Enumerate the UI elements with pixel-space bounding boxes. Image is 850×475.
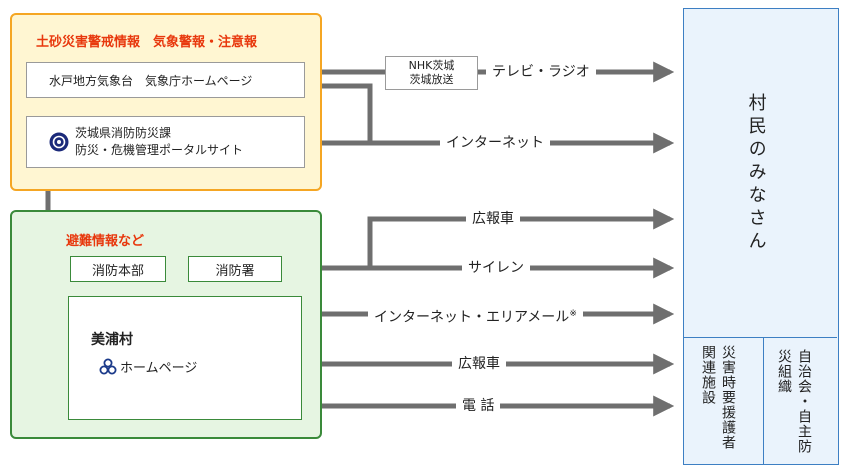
- village-emblem-icon: [99, 358, 117, 376]
- broadcaster-ibaraki: 茨城放送: [409, 73, 454, 86]
- prefecture-disaster-label: 茨城県消防防災課: [75, 126, 172, 140]
- meteorological-observatory-box: 水戸地方気象台 気象庁ホームページ: [26, 62, 305, 98]
- note-mark: ※: [569, 309, 577, 319]
- fire-hq-label: 消防本部: [91, 263, 144, 279]
- portal-site-label: 防災・危機管理ポータルサイト: [75, 143, 244, 157]
- evacuation-info-title: 避難情報など: [66, 234, 145, 249]
- broadcaster-nhk: NHK茨城: [408, 59, 455, 72]
- fire-station-box: 消防署: [188, 256, 282, 282]
- village-name: 美浦村: [91, 332, 133, 348]
- fire-hq-box: 消防本部: [70, 256, 166, 282]
- recipients-divider: [684, 337, 837, 338]
- village-homepage-label: ホームページ: [120, 361, 198, 376]
- recipients-split: [763, 337, 764, 464]
- channel-pr-car-1: 広報車: [466, 210, 520, 228]
- meteorological-observatory-label: 水戸地方気象台 気象庁ホームページ: [49, 73, 253, 88]
- residents-label: 村民のみなさん: [745, 93, 767, 254]
- recipients-panel: 村民のみなさん 災害時要援護者関連施設 自治会・自主防災組織: [683, 8, 839, 465]
- channel-internet-area-mail: インターネット・エリアメール※: [368, 305, 583, 327]
- channel-pr-car-2: 広報車: [452, 355, 506, 373]
- broadcaster-box: NHK茨城 茨城放送: [385, 56, 478, 90]
- prefecture-disaster-box: 茨城県消防防災課 防災・危機管理ポータルサイト: [26, 116, 305, 168]
- channel-tv-radio: テレビ・ラジオ: [486, 63, 596, 81]
- care-facilities-label: 災害時要援護者関連施設: [700, 345, 736, 450]
- channel-siren: サイレン: [462, 259, 530, 277]
- weather-warning-title: 土砂災害警戒情報 気象警報・注意報: [36, 35, 258, 50]
- self-defense-label: 自治会・自主防災組織: [776, 349, 812, 454]
- village-box: 美浦村 ホームページ: [68, 296, 302, 420]
- channel-phone: 電 話: [456, 397, 501, 415]
- channel-internet: インターネット: [440, 134, 550, 152]
- village-homepage: ホームページ: [99, 357, 197, 376]
- channel-internet-area-mail-label: インターネット・エリアメール: [374, 309, 570, 326]
- prefecture-emblem-icon: [49, 132, 69, 152]
- fire-station-label: 消防署: [215, 263, 255, 279]
